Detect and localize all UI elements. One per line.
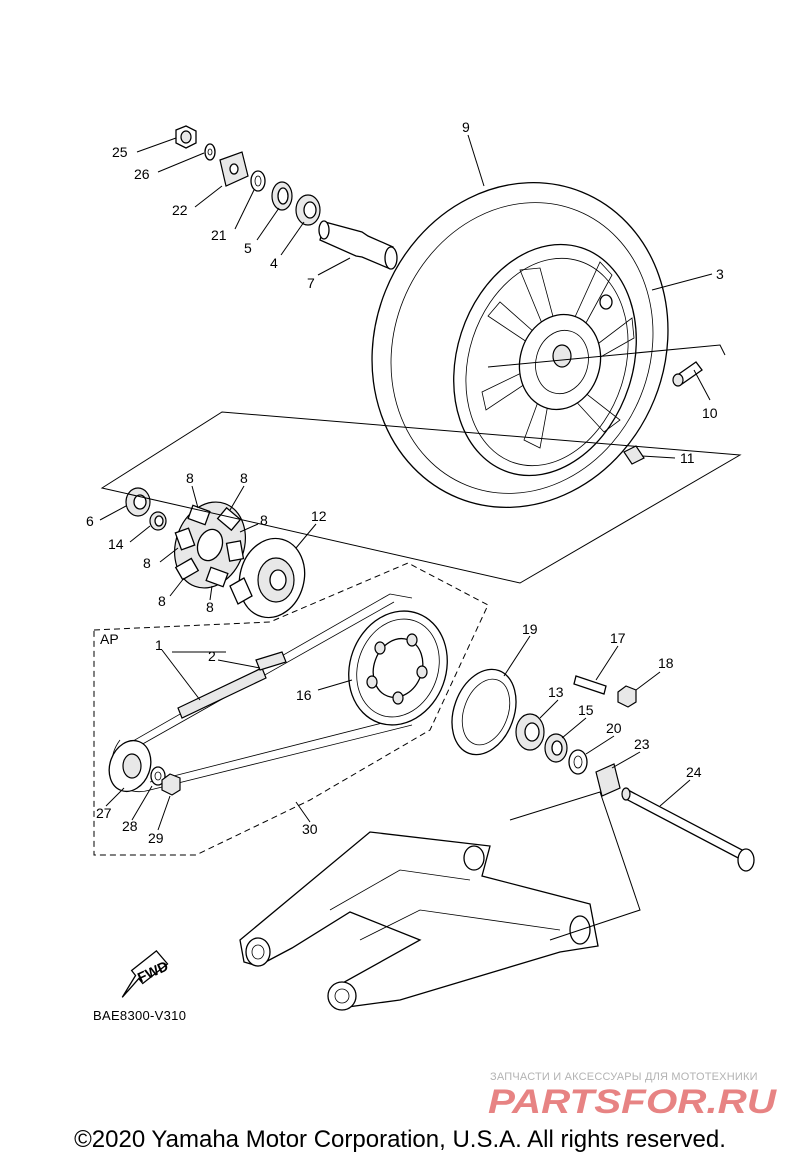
swingarm	[239, 831, 599, 1011]
oil-seal-5	[271, 181, 293, 211]
callout-17: 17	[610, 630, 626, 646]
callout-7: 7	[307, 275, 315, 291]
callout-8e: 8	[158, 593, 166, 609]
callout-27: 27	[96, 805, 112, 821]
callout-labels: 25 26 22 21 5 4 7 9 3 10 11 6 14 8 8 8 8…	[86, 119, 724, 846]
callout-5: 5	[244, 240, 252, 256]
callout-16: 16	[296, 687, 312, 703]
callout-19: 19	[522, 621, 538, 637]
callout-2: 2	[208, 648, 216, 664]
callout-18: 18	[658, 655, 674, 671]
callout-3: 3	[716, 266, 724, 282]
collar-20	[568, 749, 588, 775]
copyright-notice: ©2020 Yamaha Motor Corporation, U.S.A. A…	[74, 1126, 726, 1153]
callout-30: 30	[302, 821, 318, 837]
bearing-6	[125, 487, 151, 517]
sprocket-guard-19	[451, 668, 517, 756]
callout-8b: 8	[240, 470, 248, 486]
callout-9: 9	[462, 119, 470, 135]
callout-6: 6	[86, 513, 94, 529]
callout-10: 10	[702, 405, 718, 421]
axle-group-frame	[509, 791, 641, 941]
nut-25	[175, 125, 197, 149]
chain-puller-23	[595, 763, 621, 797]
chain-joint-1-2	[177, 651, 287, 719]
damper-group-8	[174, 501, 246, 589]
wheel-group-frame	[100, 411, 742, 584]
callout-20: 20	[606, 720, 622, 736]
watermark-tagline: ЗАПЧАСТИ И АКСЕССУАРЫ ДЛЯ МОТОТЕХНИКИ	[490, 1071, 758, 1083]
watermark-logo-text: PARTSFOR.RU	[488, 1083, 778, 1121]
callout-29: 29	[148, 830, 164, 846]
fwd-label: FWD	[135, 958, 171, 986]
fwd-arrow-icon: FWD	[121, 949, 171, 998]
stud-bolt-17	[573, 675, 607, 695]
callout-8d: 8	[143, 555, 151, 571]
callout-11: 11	[680, 450, 695, 466]
bearing-13	[515, 713, 545, 751]
nut-18	[617, 685, 637, 708]
callout-4: 4	[270, 255, 278, 271]
callout-28: 28	[122, 818, 138, 834]
hub-group-frame	[487, 344, 726, 368]
leader-lines	[99, 134, 713, 831]
spacer-7	[318, 220, 398, 270]
callout-13: 13	[548, 684, 564, 700]
callout-14: 14	[108, 536, 124, 552]
watermark-logo: PARTSFOR.RU	[488, 1083, 778, 1121]
ap-assembly-frame	[93, 562, 489, 856]
callout-15: 15	[578, 702, 594, 718]
collar-21	[250, 170, 266, 192]
callout-8a: 8	[186, 470, 194, 486]
callout-1: 1	[155, 637, 163, 653]
driven-sprocket-16	[348, 610, 448, 726]
callout-24: 24	[686, 764, 702, 780]
assembly-label-ap: AP	[100, 631, 119, 647]
callout-8f: 8	[206, 599, 214, 615]
drive-sprocket-27	[108, 739, 152, 793]
rear-wheel-rim	[453, 243, 637, 477]
balance-weight-11	[623, 445, 645, 465]
nut-29	[161, 773, 181, 796]
callout-21: 21	[211, 227, 227, 243]
callout-25: 25	[112, 144, 128, 160]
wheel-axle-24	[621, 787, 755, 872]
driven-sprocket-hub-12	[229, 537, 306, 619]
oil-seal-15	[544, 733, 568, 763]
callout-12: 12	[311, 508, 327, 524]
callout-26: 26	[134, 166, 150, 182]
collar-14	[149, 511, 167, 531]
valve-10	[672, 361, 703, 387]
bearing-4	[295, 194, 321, 226]
washer-26	[204, 143, 216, 161]
drawing-code: BAE8300-V310	[93, 1008, 187, 1023]
callout-8c: 8	[260, 512, 268, 528]
chain-puller-22	[219, 151, 249, 187]
callout-23: 23	[634, 736, 650, 752]
callout-22: 22	[172, 202, 188, 218]
